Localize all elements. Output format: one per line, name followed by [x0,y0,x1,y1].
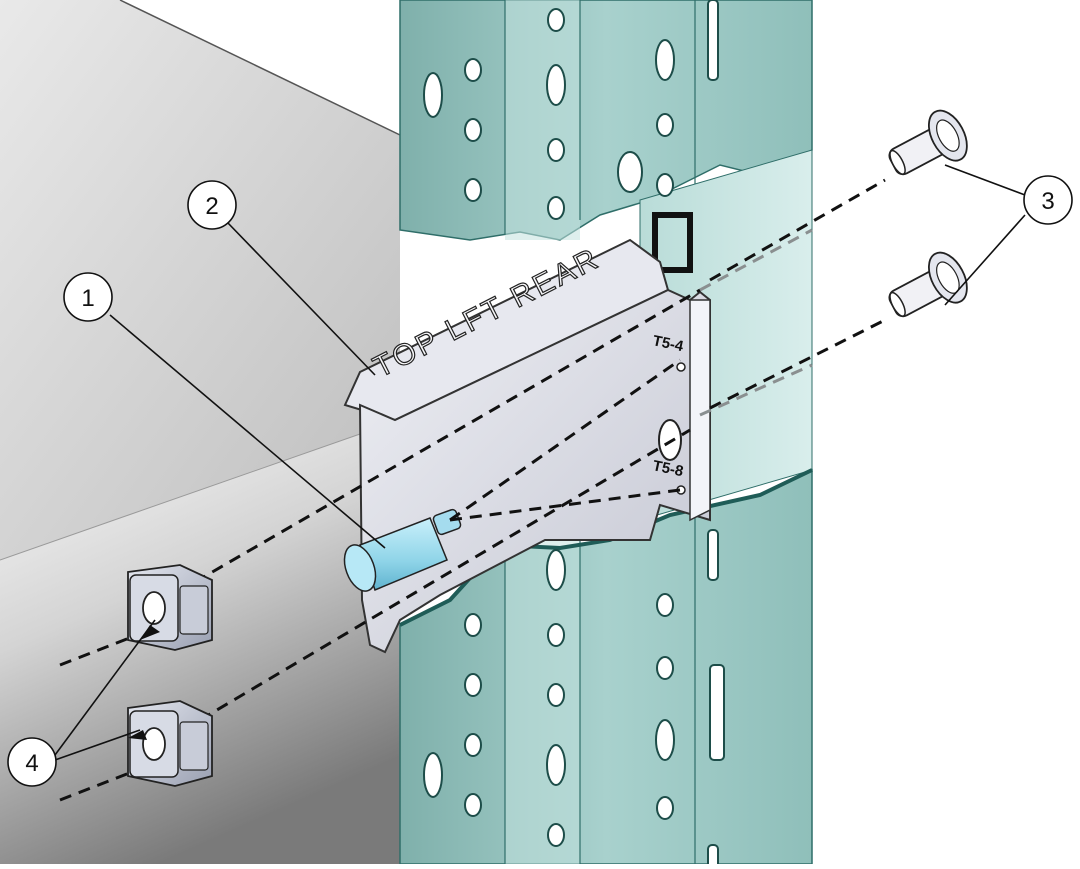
cage-nut-icon [127,700,213,787]
callout-1-label: 1 [81,285,94,312]
screw-icon [888,109,968,176]
callout-3: 3 [1023,175,1073,225]
callout-3-label: 3 [1041,188,1054,215]
hole-label-t5-8: T5-8 [651,457,685,480]
leader-lines [54,164,1026,761]
arrowhead [128,730,147,740]
callout-2-label: 2 [205,193,218,220]
alignment-lines [59,178,886,802]
hidden-alignment-lines [699,228,813,417]
callout-1: 1 [63,272,113,322]
callout-4: 4 [7,737,57,787]
callout-4-label: 4 [25,750,38,777]
callout-2: 2 [187,180,237,230]
cage-nut-icon [127,564,213,651]
screw-icon [888,251,968,318]
hole-label-t5-4: T5-4 [651,332,685,355]
arrowhead [140,625,160,640]
